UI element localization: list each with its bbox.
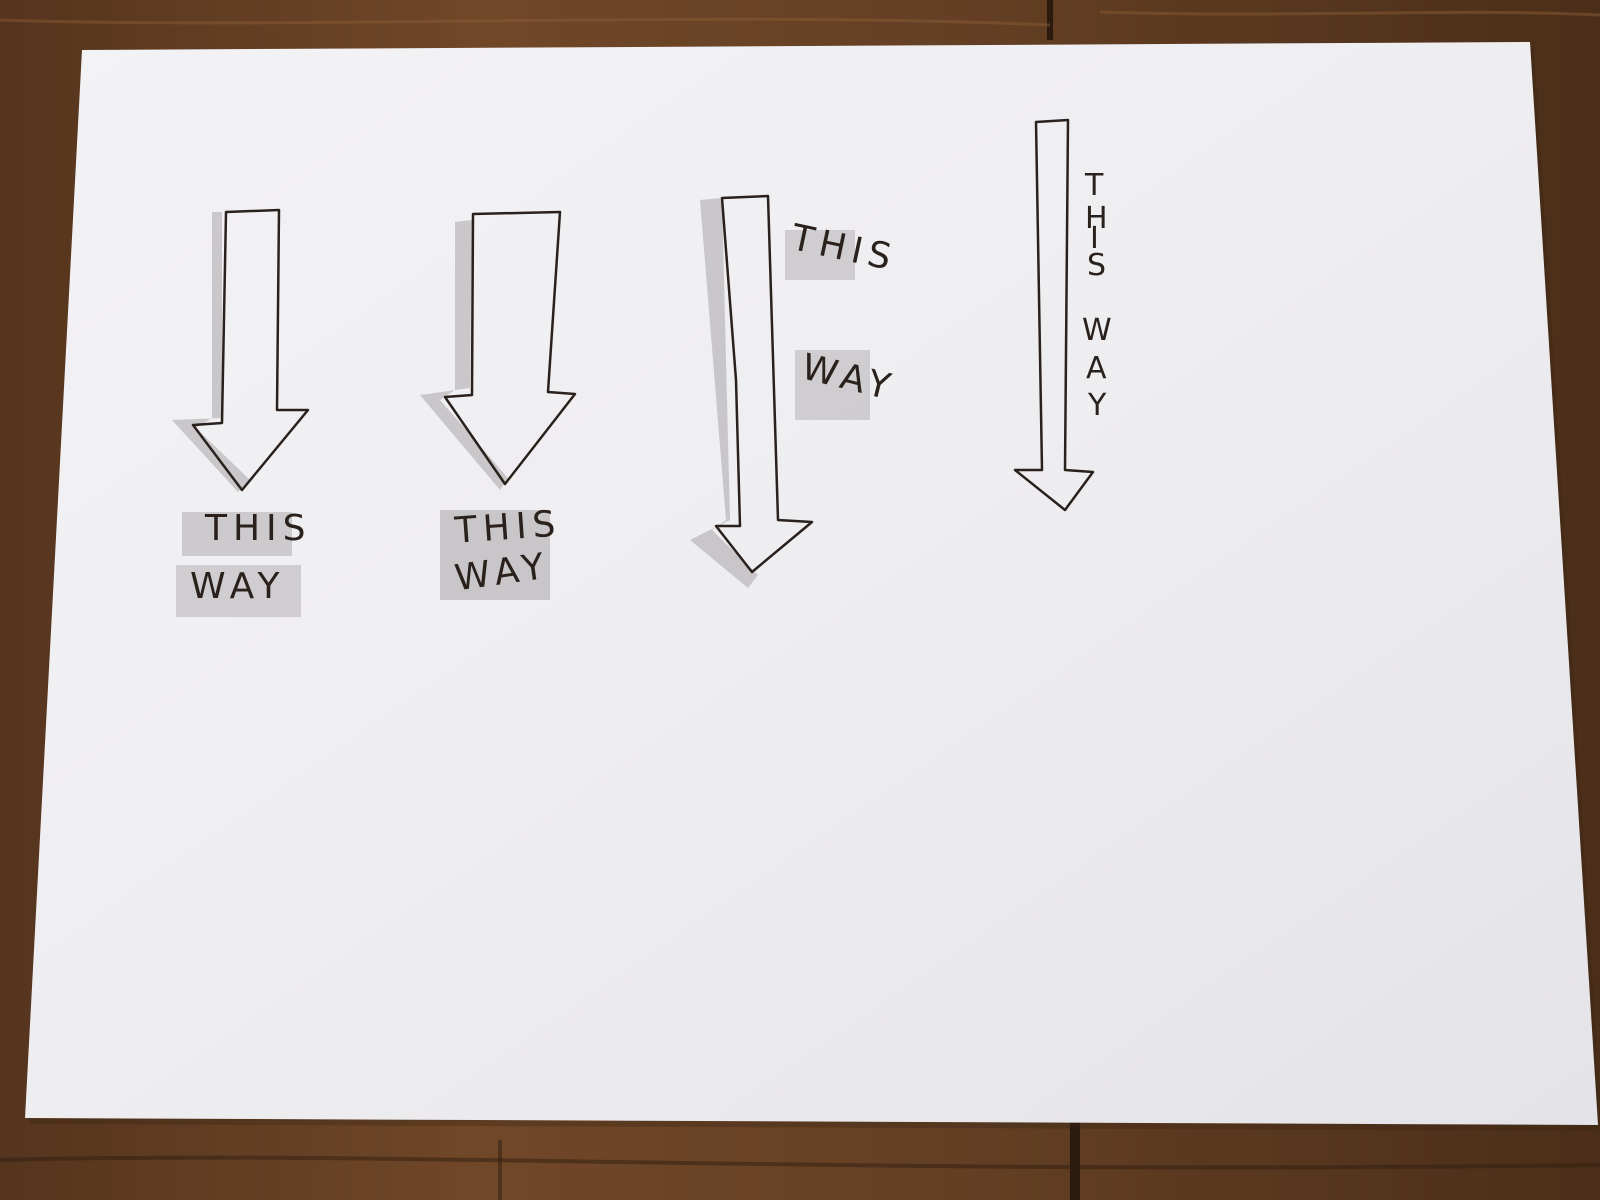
arrow-1: THIS WAY <box>172 208 312 617</box>
arrow-3-outline <box>714 194 814 574</box>
arrow-2-outline <box>443 210 577 486</box>
arrow-4-label-a: A <box>1086 351 1107 386</box>
arrow-4: T H I S W A Y <box>1013 118 1112 512</box>
arrow-1-label-this: THIS <box>204 508 312 549</box>
arrow-1-outline <box>191 208 310 492</box>
arrow-3: THIS WAY <box>690 194 900 588</box>
arrow-2-shadow <box>420 220 508 490</box>
arrow-4-label-s: S <box>1087 248 1106 283</box>
arrow-2-label-this: THIS <box>453 503 563 551</box>
arrow-4-label-h: H <box>1085 201 1108 236</box>
arrow-4-outline <box>1013 118 1095 512</box>
arrow-3-shadow <box>690 198 758 588</box>
arrow-4-label-t: T <box>1084 168 1104 203</box>
arrow-3-label-shadow <box>785 230 855 280</box>
arrow-2: THIS WAY <box>420 210 577 600</box>
arrow-4-label-y: Y <box>1087 388 1107 423</box>
arrow-1-label-shadow <box>182 512 292 556</box>
arrow-4-label-i: I <box>1090 221 1099 256</box>
arrow-1-shadow <box>172 212 250 492</box>
paper-sheet <box>25 42 1600 1131</box>
arrow-1-label-way: WAY <box>190 566 285 607</box>
arrow-4-label-w: W <box>1082 313 1112 348</box>
arrow-2-label-shadow <box>440 510 550 600</box>
